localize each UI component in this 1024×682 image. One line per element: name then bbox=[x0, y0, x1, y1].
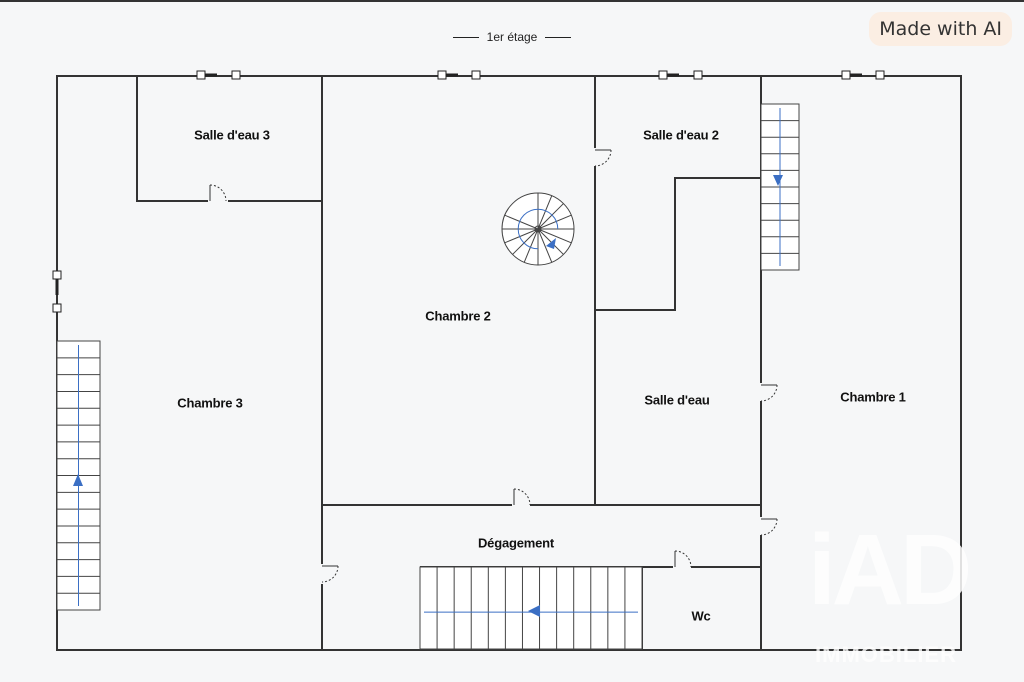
stairs-chambre-3 bbox=[56, 340, 101, 611]
spiral-step bbox=[537, 214, 572, 230]
room-degagement: Dégagement bbox=[477, 535, 555, 551]
window-left-1 bbox=[52, 270, 62, 313]
stairs-degagement bbox=[419, 566, 643, 650]
room-chambre-2: Chambre 2 bbox=[425, 308, 491, 324]
room-salle-eau-2: Salle d'eau 2 bbox=[643, 127, 719, 143]
windows bbox=[52, 70, 885, 313]
wall-sde3-left bbox=[136, 76, 208, 202]
made-with-ai-badge: Made with AI bbox=[869, 12, 1012, 46]
stair-outline bbox=[419, 566, 643, 650]
door-sde2 bbox=[594, 149, 612, 167]
stair-arrow-up bbox=[73, 474, 83, 486]
spiral-step bbox=[504, 214, 539, 230]
wall-sde2-step bbox=[595, 177, 761, 311]
spiral-step bbox=[523, 228, 539, 263]
spiral-step bbox=[504, 228, 539, 244]
door-ch1-lower bbox=[760, 518, 778, 536]
door-ch1 bbox=[760, 384, 778, 402]
stair-arrow-down bbox=[773, 175, 783, 186]
room-salle-eau: Salle d'eau bbox=[644, 392, 710, 408]
room-wc: Wc bbox=[691, 608, 711, 624]
wall-wc-left bbox=[641, 566, 673, 650]
room-chambre-3: Chambre 3 bbox=[177, 395, 243, 411]
window-top-2 bbox=[437, 70, 481, 80]
iad-watermark-sub: IMMOBILIER bbox=[815, 642, 957, 667]
spiral-step bbox=[537, 195, 553, 230]
top-rule bbox=[0, 0, 1024, 2]
spiral-step bbox=[512, 228, 539, 255]
window-top-1 bbox=[196, 70, 241, 80]
window-top-3 bbox=[658, 70, 703, 80]
spiral-step bbox=[537, 228, 564, 255]
doors bbox=[209, 149, 778, 583]
spiral-step bbox=[537, 228, 572, 244]
room-chambre-1: Chambre 1 bbox=[840, 389, 906, 405]
door-ch2 bbox=[513, 488, 531, 506]
spiral-arrow bbox=[546, 238, 556, 249]
room-salle-eau-3: Salle d'eau 3 bbox=[194, 127, 270, 143]
spiral-direction-arc bbox=[517, 208, 559, 250]
door-wc bbox=[674, 550, 692, 568]
spiral-step bbox=[537, 228, 553, 263]
spiral-step bbox=[537, 203, 564, 230]
floor-label: 1er étage bbox=[0, 30, 1024, 44]
door-sde3 bbox=[209, 184, 227, 202]
window-top-4 bbox=[841, 70, 885, 80]
stairs-chambre-1 bbox=[760, 103, 800, 271]
spiral-staircase bbox=[501, 192, 575, 266]
door-ch3 bbox=[321, 565, 339, 583]
iad-watermark-logo: iAD bbox=[808, 514, 972, 626]
stair-arrow-left bbox=[528, 605, 540, 617]
